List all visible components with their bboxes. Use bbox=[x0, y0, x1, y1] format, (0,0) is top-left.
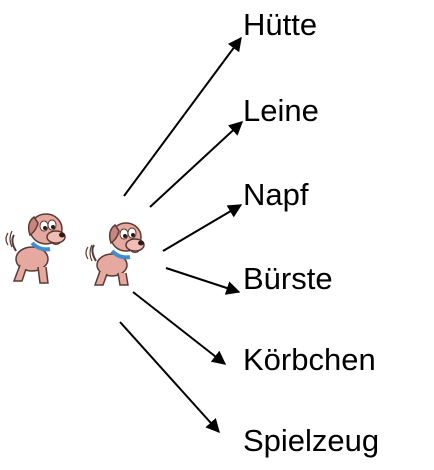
label-koerbchen: Körbchen bbox=[243, 342, 376, 377]
arrow-to-spielzeug bbox=[119, 321, 220, 434]
arrow-to-koerbchen bbox=[132, 291, 227, 365]
label-buerste: Bürste bbox=[243, 261, 333, 296]
dog-illustration-left bbox=[5, 213, 66, 284]
label-napf: Napf bbox=[243, 177, 309, 212]
label-spielzeug: Spielzeug bbox=[243, 423, 380, 458]
label-huette: Hütte bbox=[243, 7, 318, 42]
arrow-to-leine bbox=[149, 121, 244, 208]
dog-illustration-right bbox=[85, 222, 145, 286]
arrow-to-napf bbox=[162, 204, 243, 252]
arrow-to-buerste bbox=[165, 267, 241, 295]
label-leine: Leine bbox=[243, 93, 319, 128]
arrow-to-huette bbox=[123, 36, 242, 197]
